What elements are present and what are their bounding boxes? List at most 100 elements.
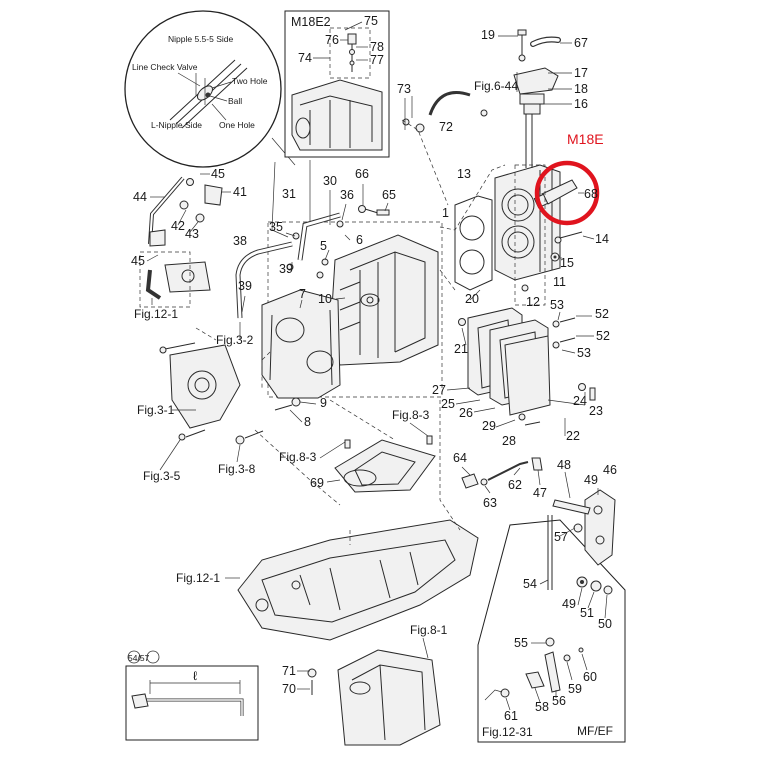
callout-56: 56 <box>552 694 566 708</box>
callout-77: 77 <box>370 53 384 67</box>
callout-numbers: 1 5 6 7 8 9 10 11 12 13 14 15 16 17 18 1… <box>131 14 617 723</box>
callout-50: 50 <box>598 617 612 631</box>
callout-60: 60 <box>583 670 597 684</box>
callout-39a: 39 <box>279 262 293 276</box>
detail-two-hole-label: Two Hole <box>232 76 268 86</box>
callout-25: 25 <box>441 397 455 411</box>
callout-53a: 53 <box>550 298 564 312</box>
highlight-circle <box>534 160 600 226</box>
ref-fig3-2: Fig.3-2 <box>216 333 254 347</box>
callout-21: 21 <box>454 342 468 356</box>
callout-66: 66 <box>355 167 369 181</box>
legend-length-symbol: ℓ <box>193 669 197 683</box>
callout-45b: 45 <box>131 254 145 268</box>
callout-5: 5 <box>320 239 327 253</box>
m18e-highlight-label: M18E <box>567 131 604 147</box>
ref-fig8-3-a: Fig.8-3 <box>392 408 430 422</box>
callout-75: 75 <box>364 14 378 28</box>
line-check-valve-detail: Nipple 5.5-5 Side Line Check Valve Two H… <box>124 10 282 168</box>
screw-icon <box>347 33 357 45</box>
ref-fig12-1-b: Fig.12-1 <box>176 571 220 585</box>
callout-1: 1 <box>442 206 449 220</box>
callout-78: 78 <box>370 40 384 54</box>
callout-22: 22 <box>566 429 580 443</box>
assembly-guide-lines <box>195 98 506 545</box>
callout-74: 74 <box>298 51 312 65</box>
ref-fig3-1: Fig.3-1 <box>137 403 175 417</box>
detail-ball-label: Ball <box>228 96 242 106</box>
callout-7: 7 <box>299 287 306 301</box>
callout-67: 67 <box>574 36 588 50</box>
callout-11: 11 <box>553 275 566 289</box>
callout-23: 23 <box>589 404 603 418</box>
callout-12: 12 <box>526 295 540 309</box>
legend-label: 54/57 <box>128 653 150 663</box>
callout-52b: 52 <box>596 329 610 343</box>
callout-17: 17 <box>574 66 588 80</box>
cylinder-head-assembly <box>454 29 583 306</box>
callout-41: 41 <box>233 185 247 199</box>
callout-20: 20 <box>465 292 479 306</box>
ref-fig12-1-a: Fig.12-1 <box>134 307 178 321</box>
cylinder-block <box>261 221 443 411</box>
callout-51: 51 <box>580 606 594 620</box>
callout-63: 63 <box>483 496 497 510</box>
m18e2-inset: M18E2 <box>284 10 390 158</box>
rod-length-legend: 54/57 ℓ <box>125 650 259 741</box>
callout-65: 65 <box>382 188 396 202</box>
m18e2-label: M18E2 <box>291 15 331 29</box>
callout-53b: 53 <box>577 346 591 360</box>
callout-68: 68 <box>584 187 598 201</box>
callout-10: 10 <box>318 292 332 306</box>
callout-31: 31 <box>282 187 296 201</box>
callout-26: 26 <box>459 406 473 420</box>
callout-64: 64 <box>453 451 467 465</box>
ref-fig3-5: Fig.3-5 <box>143 469 181 483</box>
callout-47: 47 <box>533 486 547 500</box>
bottom-cowling <box>237 519 479 641</box>
callout-54: 54 <box>523 577 537 591</box>
detail-nipple-side-label: Nipple 5.5-5 Side <box>168 34 233 44</box>
callout-72: 72 <box>439 120 453 134</box>
callout-8: 8 <box>304 415 311 429</box>
lower-gasket <box>334 435 436 493</box>
callout-13: 13 <box>457 167 471 181</box>
callout-27: 27 <box>432 383 446 397</box>
callout-52a: 52 <box>595 307 609 321</box>
callout-28: 28 <box>502 434 516 448</box>
callout-19: 19 <box>481 28 495 42</box>
callout-57: 57 <box>554 530 568 544</box>
callout-24: 24 <box>573 394 587 408</box>
callout-42: 42 <box>171 219 185 233</box>
mf-ef-inset <box>461 457 626 743</box>
callout-71: 71 <box>282 664 296 678</box>
callout-18: 18 <box>574 82 588 96</box>
callout-55: 55 <box>514 636 528 650</box>
leader-lines <box>146 21 608 711</box>
callout-38: 38 <box>233 234 247 248</box>
callout-29: 29 <box>482 419 496 433</box>
callout-62: 62 <box>508 478 522 492</box>
callout-59: 59 <box>568 682 582 696</box>
callout-70: 70 <box>282 682 296 696</box>
lower-casing <box>307 649 441 746</box>
ref-fig6-44: Fig.6-44 <box>474 79 518 93</box>
hoses-and-fittings <box>139 91 488 319</box>
callout-39b: 39 <box>238 279 252 293</box>
callout-46: 46 <box>603 463 617 477</box>
detail-one-hole-label: One Hole <box>219 120 255 130</box>
callout-9: 9 <box>320 396 327 410</box>
callout-49b: 49 <box>562 597 576 611</box>
callout-14: 14 <box>595 232 609 246</box>
ref-fig12-31: Fig.12-31 <box>482 725 533 739</box>
callout-6: 6 <box>356 233 363 247</box>
callout-73: 73 <box>397 82 411 96</box>
callout-61: 61 <box>504 709 518 723</box>
callout-35: 35 <box>269 220 283 234</box>
callout-15: 15 <box>560 256 574 270</box>
callout-43: 43 <box>185 227 199 241</box>
ref-fig8-3-b: Fig.8-3 <box>279 450 317 464</box>
exhaust-cover-plates <box>458 307 596 426</box>
callout-58: 58 <box>535 700 549 714</box>
callout-49a: 49 <box>584 473 598 487</box>
